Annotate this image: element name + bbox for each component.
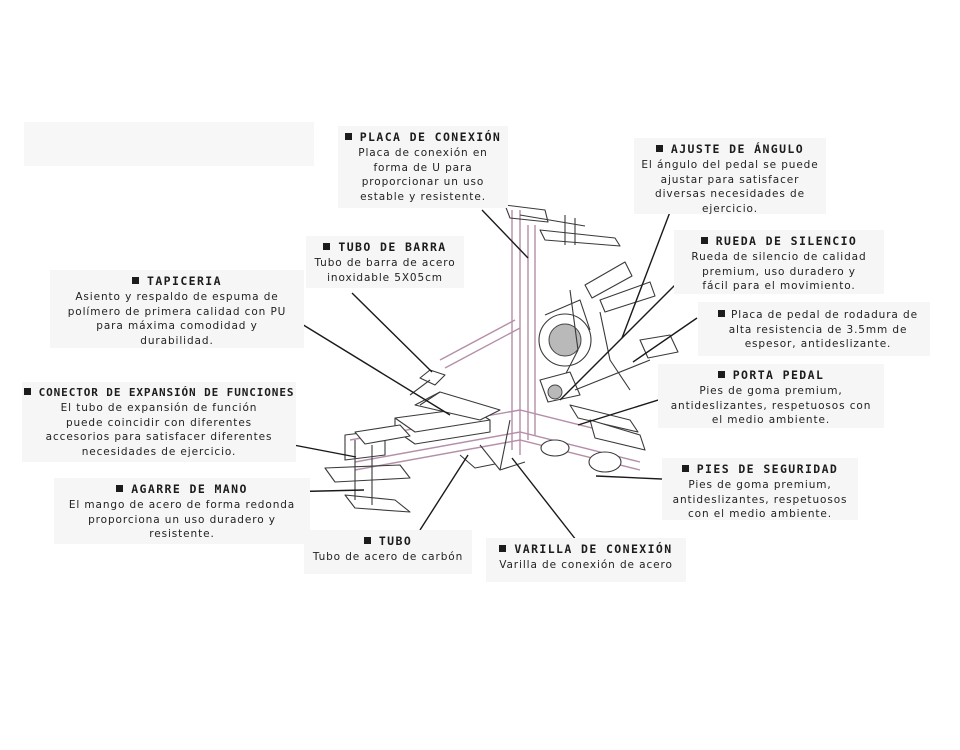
porta-pedal-desc: Pies de goma premium, antideslizantes, r… — [670, 385, 872, 426]
tubo-barra-title: TUBO DE BARRA — [338, 240, 447, 254]
label-placa-pedal: Placa de pedal de rodadura de alta resis… — [698, 302, 930, 356]
varilla-conexion-desc: Varilla de conexión de acero — [499, 559, 673, 571]
tapiceria-desc: Asiento y respaldo de espuma de polímero… — [67, 291, 287, 347]
tubo-desc: Tubo de acero de carbón — [312, 551, 464, 563]
varilla-conexion-title: VARILLA DE CONEXIÓN — [514, 542, 673, 556]
ajuste-angulo-title: AJUSTE DE ÁNGULO — [670, 142, 805, 156]
pies-seguridad-desc: Pies de goma premium, antideslizantes, r… — [672, 479, 848, 520]
label-placa-conexion: PLACA DE CONEXIÓN Placa de conexión en f… — [338, 126, 508, 208]
bullet-icon — [132, 277, 140, 284]
label-tubo-barra: TUBO DE BARRA Tubo de barra de acero ino… — [306, 236, 464, 288]
conector-expansion-title: CONECTOR DE EXPANSIÓN DE FUNCIONES — [38, 386, 295, 399]
bullet-icon — [363, 537, 371, 544]
bullet-icon — [344, 133, 352, 140]
tapiceria-title: TAPICERIA — [147, 274, 222, 288]
bullet-icon — [323, 243, 331, 250]
label-conector-expansion: CONECTOR DE EXPANSIÓN DE FUNCIONES El tu… — [22, 382, 296, 462]
label-tubo: TUBO Tubo de acero de carbón — [304, 530, 472, 574]
placa-pedal-desc: Placa de pedal de rodadura de alta resis… — [728, 309, 918, 350]
bullet-icon — [23, 388, 31, 395]
porta-pedal-title: PORTA PEDAL — [732, 368, 825, 382]
bullet-icon — [700, 237, 708, 244]
bullet-icon — [718, 310, 726, 317]
placa-conexion-desc: Placa de conexión en forma de U para pro… — [358, 147, 488, 203]
label-agarre-mano: AGARRE DE MANO El mango de acero de form… — [54, 478, 310, 544]
label-ajuste-angulo: AJUSTE DE ÁNGULO El ángulo del pedal se … — [634, 138, 826, 215]
machine-illustration — [324, 204, 679, 513]
label-pies-seguridad: PIES DE SEGURIDAD Pies de goma premium, … — [662, 458, 858, 520]
bullet-icon — [655, 145, 663, 152]
label-tapiceria: TAPICERIA Asiento y respaldo de espuma d… — [50, 270, 304, 348]
bullet-icon — [681, 465, 689, 472]
tubo-title: TUBO — [378, 534, 413, 548]
rueda-silencio-title: RUEDA DE SILENCIO — [715, 234, 858, 248]
bullet-icon — [717, 371, 725, 378]
label-porta-pedal: PORTA PEDAL Pies de goma premium, antide… — [658, 364, 884, 428]
blank-panel — [24, 122, 314, 166]
tubo-barra-desc: Tubo de barra de acero inoxidable 5X05cm — [314, 257, 456, 284]
label-varilla-conexion: VARILLA DE CONEXIÓN Varilla de conexión … — [486, 538, 686, 582]
conector-expansion-desc: El tubo de expansión de función puede co… — [45, 402, 273, 458]
bullet-icon — [499, 545, 507, 552]
pies-seguridad-title: PIES DE SEGURIDAD — [696, 462, 839, 476]
placa-conexion-title: PLACA DE CONEXIÓN — [359, 130, 502, 144]
rueda-silencio-desc: Rueda de silencio de calidad premium, us… — [691, 251, 867, 292]
bullet-icon — [116, 485, 124, 492]
ajuste-angulo-desc: El ángulo del pedal se puede ajustar par… — [641, 159, 819, 215]
agarre-mano-desc: El mango de acero de forma redonda propo… — [68, 499, 296, 540]
label-rueda-silencio: RUEDA DE SILENCIO Rueda de silencio de c… — [674, 230, 884, 294]
agarre-mano-title: AGARRE DE MANO — [131, 482, 248, 496]
